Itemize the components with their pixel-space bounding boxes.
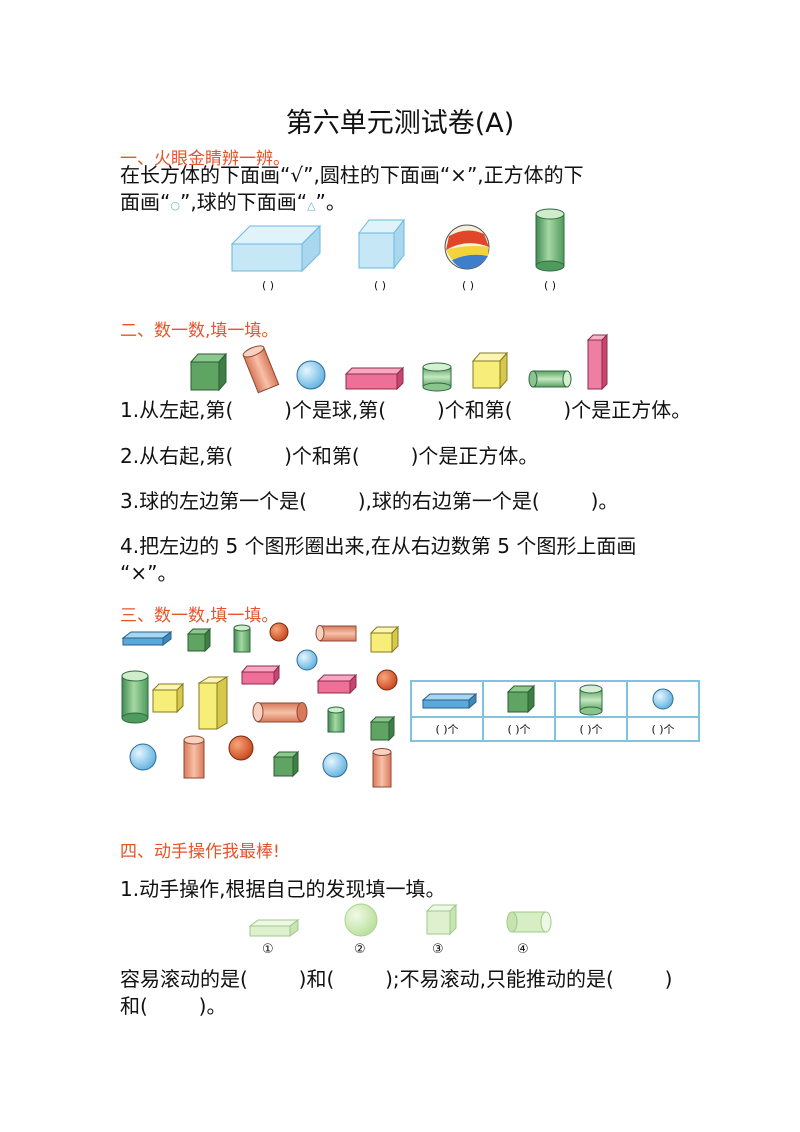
- s3-cube-green-2: [369, 715, 396, 742]
- s2-shape-7-cylinder-lying: [528, 370, 572, 388]
- s4-marker-2: ②: [354, 942, 366, 957]
- instruction-text-c: ”。: [315, 190, 346, 214]
- count-table-ball-cell: [626, 680, 700, 718]
- count-table-cube-cell: [482, 680, 556, 718]
- s3-cube-yellow-2: [151, 682, 185, 714]
- s3-cylinder-pink-lying-2: [252, 702, 308, 723]
- count-blank-cylinder[interactable]: ( )个: [554, 716, 628, 742]
- s2-question-4-line1: 4.把左边的 5 个图形圈出来,在从右边数第 5 个图形上面画: [120, 534, 637, 558]
- s3-cylinder-green-1: [233, 624, 251, 653]
- s1-blank-3[interactable]: ( ): [461, 279, 475, 292]
- count-table-cuboid-cell: [410, 680, 484, 718]
- s4-question-1: 1.动手操作,根据自己的发现填一填。: [120, 877, 446, 901]
- instruction-text-b: ”,球的下面画“: [179, 190, 308, 214]
- s1-cuboid: [230, 224, 322, 273]
- s4-shape-4-cylinder: [506, 911, 552, 933]
- s4-marker-1: ①: [262, 942, 274, 957]
- s1-ball: [444, 224, 490, 270]
- s3-cylinder-pink-lying-1: [315, 625, 357, 642]
- count-table-cylinder-cell: [554, 680, 628, 718]
- s1-blank-4[interactable]: ( ): [543, 279, 557, 292]
- s3-ball-blue-2: [129, 743, 157, 771]
- s1-blank-1[interactable]: ( ): [261, 279, 275, 292]
- s2-question-3: 3.球的左边第一个是( ),球的右边第一个是( )。: [120, 489, 619, 513]
- s4-shape-1-cuboid: [248, 919, 300, 937]
- section-3-heading: 三、数一数,填一填。: [120, 606, 279, 626]
- s1-cube: [357, 218, 406, 270]
- s3-cuboid-pink-1: [240, 664, 281, 686]
- s3-cylinder-green-2: [327, 706, 345, 733]
- count-blank-cube[interactable]: ( )个: [482, 716, 556, 742]
- s3-ball-orange-3: [228, 735, 254, 761]
- s2-shape-2-cylinder-tilted: [242, 345, 280, 394]
- s3-ball-blue-1: [296, 649, 318, 671]
- section-2-heading: 二、数一数,填一填。: [120, 321, 279, 341]
- section-1-heading: 一、火眼金睛辨一辨。: [120, 149, 290, 169]
- s3-cube-yellow-1: [369, 625, 400, 654]
- triangle-symbol-icon: △: [307, 199, 316, 212]
- s3-cuboid-yellow-tall: [197, 676, 229, 730]
- s2-shape-8-cuboid-tall: [586, 333, 609, 391]
- s2-question-2: 2.从右起,第( )个和第( )个是正方体。: [120, 444, 539, 468]
- s3-ball-orange-2: [376, 669, 398, 691]
- s3-ball-orange-1: [269, 622, 289, 642]
- s4-fill-line2: 和( )。: [120, 994, 227, 1018]
- s1-blank-2[interactable]: ( ): [373, 279, 387, 292]
- count-blank-cuboid[interactable]: ( )个: [410, 716, 484, 742]
- section-4-heading: 四、动手操作我最棒!: [120, 842, 280, 862]
- cylinder-icon: [579, 684, 603, 716]
- s4-shape-2-ball: [344, 903, 378, 937]
- instruction-text-a: 面画“: [120, 190, 171, 214]
- s4-marker-4: ④: [517, 942, 529, 957]
- s4-marker-3: ③: [432, 942, 444, 957]
- cube-icon: [506, 684, 536, 714]
- s2-shape-4-cuboid-pink: [344, 366, 405, 391]
- s3-cube-green-1: [186, 627, 212, 653]
- ball-icon: [652, 688, 674, 710]
- s4-shape-3-cube: [425, 903, 458, 936]
- section-1-instruction-line2: 面画“○”,球的下面画“△”。: [120, 189, 346, 219]
- s3-cuboid-blue: [121, 631, 173, 646]
- s2-shape-3-ball: [296, 360, 326, 390]
- s2-shape-1-cube-green: [189, 352, 228, 392]
- s4-fill-line1: 容易滚动的是( )和( );不易滚动,只能推动的是( ): [120, 967, 673, 991]
- s3-cuboid-pink-2: [316, 673, 358, 695]
- s3-cylinder-green-big: [121, 670, 149, 724]
- s2-shape-6-cube-yellow: [471, 351, 509, 390]
- section-1-instruction-line1: 在长方体的下面画“√”,圆柱的下面画“×”,正方体的下: [120, 163, 584, 187]
- s3-cylinder-pink-2: [372, 748, 392, 788]
- s3-ball-blue-3: [322, 752, 348, 778]
- s3-cube-green-3: [272, 750, 300, 778]
- s3-cylinder-pink-1: [183, 735, 205, 779]
- s2-question-4-line2: “×”。: [120, 561, 178, 585]
- circle-symbol-icon: ○: [170, 199, 180, 212]
- page-title: 第六单元测试卷(A): [285, 108, 515, 139]
- count-blank-ball[interactable]: ( )个: [626, 716, 700, 742]
- s2-shape-5-cylinder-short: [422, 362, 452, 392]
- s2-question-1: 1.从左起,第( )个是球,第( )个和第( )个是正方体。: [120, 398, 692, 422]
- s1-cylinder: [535, 208, 565, 272]
- cuboid-icon: [421, 692, 478, 710]
- shape-count-table: ( )个 ( )个 ( )个 ( )个: [410, 680, 700, 742]
